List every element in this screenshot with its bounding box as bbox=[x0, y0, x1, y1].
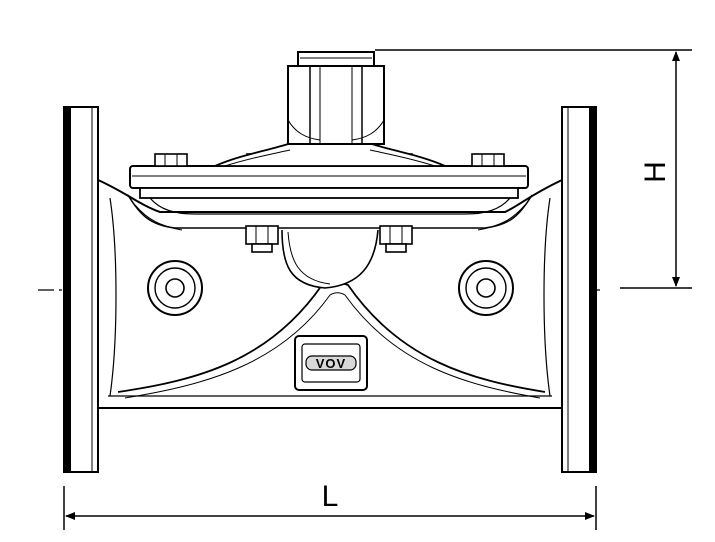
bolt-top-4 bbox=[471, 153, 505, 167]
right-port-boss bbox=[458, 260, 514, 316]
left-port-boss bbox=[147, 260, 203, 316]
l-label: L bbox=[322, 480, 339, 513]
bolt-top-1 bbox=[154, 153, 188, 167]
left-flange bbox=[63, 106, 99, 473]
bolt-bottom-2 bbox=[379, 225, 413, 253]
cover-bolts-bottom bbox=[245, 225, 413, 253]
top-fitting bbox=[287, 51, 385, 145]
bolt-bottom-1 bbox=[245, 225, 279, 253]
nameplate-logo: VOV bbox=[316, 356, 346, 371]
valve-body bbox=[97, 178, 563, 409]
nameplate: VOV bbox=[294, 335, 368, 391]
bonnet-dome bbox=[214, 143, 446, 167]
h-label: H bbox=[639, 161, 672, 183]
dimension-l bbox=[63, 486, 597, 530]
right-flange bbox=[561, 106, 597, 473]
cover-plate bbox=[129, 165, 529, 215]
dimension-h bbox=[375, 49, 692, 289]
